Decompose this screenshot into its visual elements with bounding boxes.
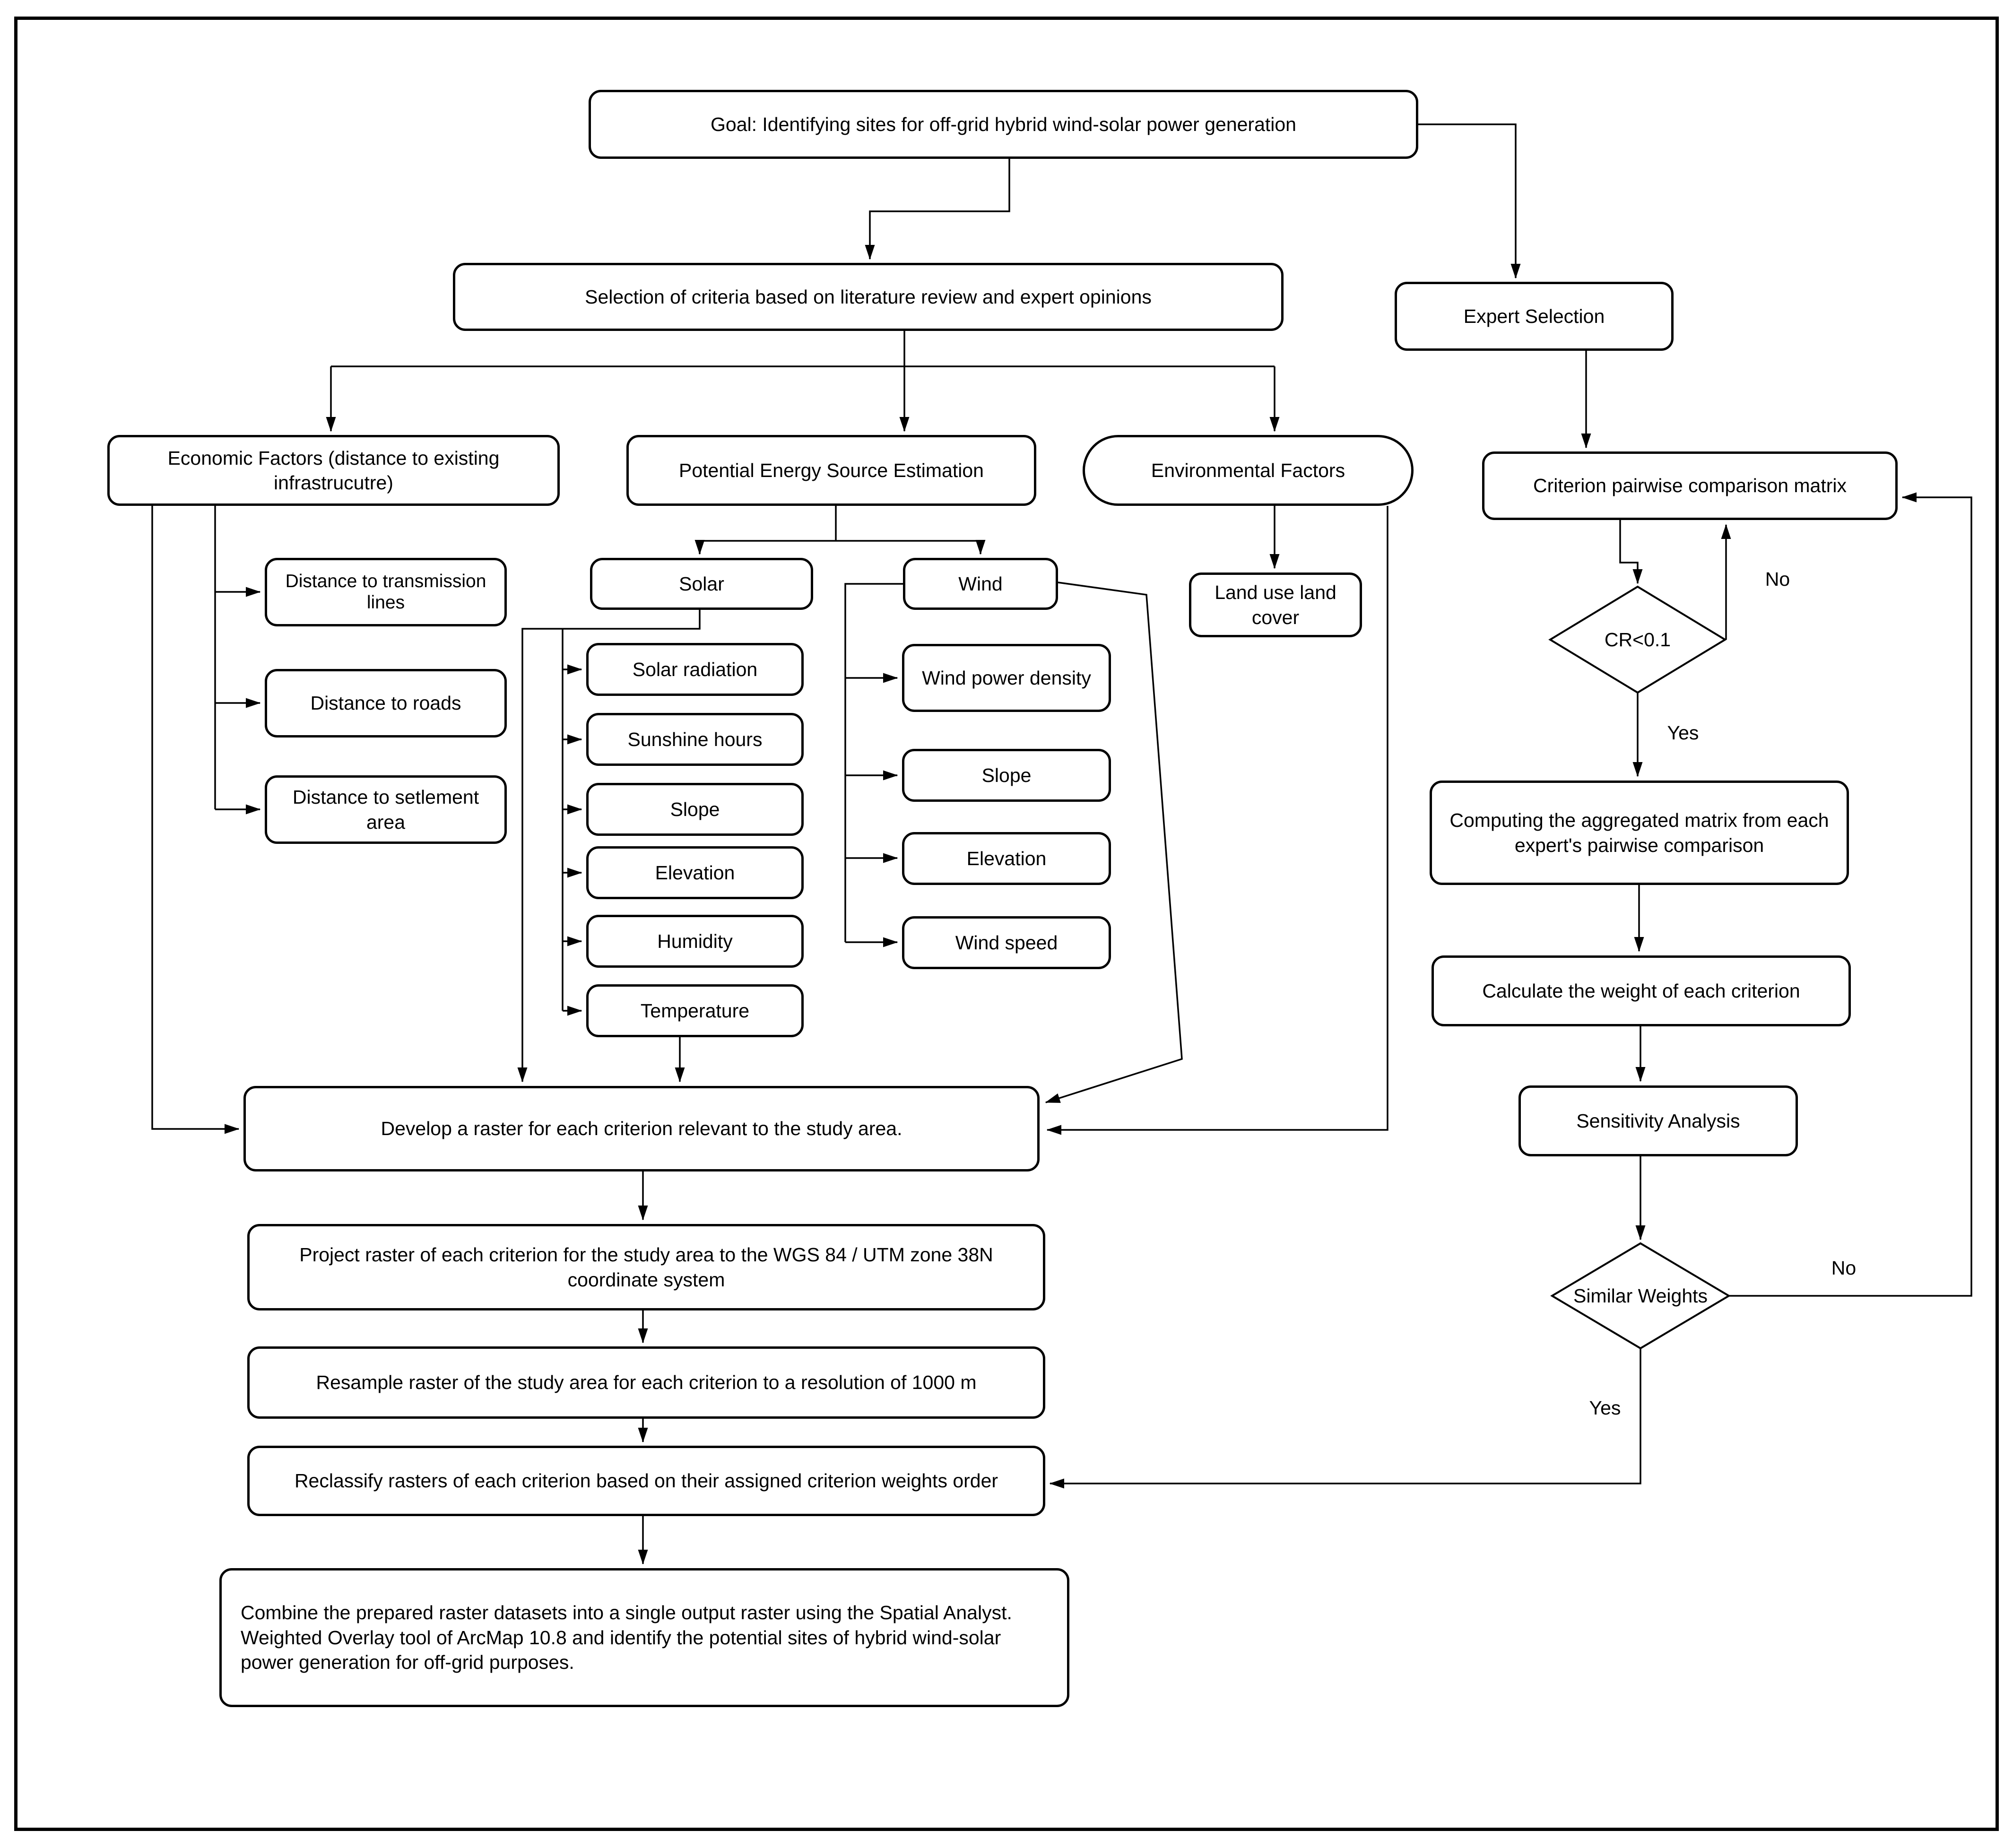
cr-decision-label: CR<0.1 [1604,628,1671,651]
edge-wind-feeder [844,583,903,942]
similar-decision-diamond [1550,1242,1731,1350]
cr-no-label: No [1765,568,1790,590]
wind-slope-box: Slope [902,749,1111,802]
similar-no-label: No [1831,1257,1857,1279]
solar-slope-box: Slope [586,783,804,836]
cr-yes-label: Yes [1667,721,1699,744]
develop-raster-box: Develop a raster for each criterion rele… [243,1086,1040,1171]
resample-raster-box: Resample raster of the study area for ea… [247,1346,1045,1419]
wind-elevation-box: Elevation [902,832,1111,885]
calculate-weight-box: Calculate the weight of each criterion [1432,955,1851,1026]
distance-roads-box: Distance to roads [265,669,507,737]
distance-settlement-box: Distance to setlement area [265,775,507,844]
temperature-box: Temperature [586,984,804,1037]
economic-factors-box: Economic Factors (distance to existing i… [107,435,560,506]
wind-power-density-box: Wind power density [902,644,1111,712]
wind-speed-box: Wind speed [902,916,1111,969]
wind-box: Wind [903,558,1058,610]
criterion-matrix-box: Criterion pairwise comparison matrix [1482,451,1898,520]
sunshine-hours-box: Sunshine hours [586,713,804,766]
edge-goal-expert [1418,123,1521,279]
edge-wind-develop [1045,581,1183,1103]
distance-transmission-box: Distance to transmission lines [265,558,507,626]
edge-environmental-develop [1046,506,1388,1135]
cr-decision-diamond [1548,585,1727,694]
solar-elevation-box: Elevation [586,846,804,899]
edge-similar-no [1729,492,1972,1297]
selection-box: Selection of criteria based on literatur… [453,263,1284,331]
combine-rasters-box: Combine the prepared raster datasets int… [219,1568,1069,1707]
edge-matrix-cr [1619,520,1643,584]
project-raster-box: Project raster of each criterion for the… [247,1224,1045,1310]
edge-similar-yes [1049,1348,1641,1489]
similar-yes-label: Yes [1589,1397,1621,1419]
sensitivity-analysis-box: Sensitivity Analysis [1518,1085,1798,1156]
edge-economic-develop [151,506,240,1134]
similar-decision-label: Similar Weights [1573,1284,1708,1307]
edge-goal-selection [865,159,1010,260]
land-use-box: Land use land cover [1189,573,1362,637]
humidity-box: Humidity [586,915,804,968]
solar-radiation-box: Solar radiation [586,643,804,696]
edge-solar-develop [517,610,701,1083]
computing-matrix-box: Computing the aggregated matrix from eac… [1430,781,1849,885]
outer-border [14,17,1999,1831]
potential-energy-box: Potential Energy Source Estimation [626,435,1036,506]
goal-box: Goal: Identifying sites for off-grid hyb… [589,90,1418,159]
expert-selection-box: Expert Selection [1395,282,1674,351]
reclassify-rasters-box: Reclassify rasters of each criterion bas… [247,1446,1045,1516]
environmental-factors-box: Environmental Factors [1083,435,1414,506]
solar-box: Solar [590,558,813,610]
